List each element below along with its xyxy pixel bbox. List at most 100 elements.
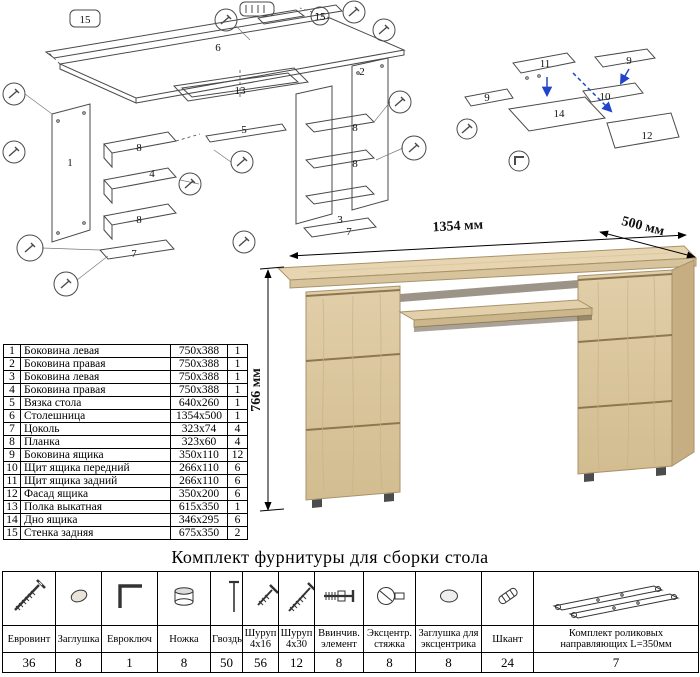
part-number: 14	[3, 513, 21, 527]
cam-cap-icon	[415, 571, 482, 626]
hardware-name: Шуруп 4x30	[278, 625, 315, 653]
drawer-fascia-panel	[606, 112, 680, 149]
width-dimension-label: 1354 мм	[432, 218, 484, 236]
part-size: 615x350	[170, 500, 228, 514]
part-size: 1354x500	[170, 409, 228, 423]
part-label: 9	[484, 92, 490, 104]
part-name: Боковина правая	[20, 383, 171, 397]
part-name: Цоколь	[20, 422, 171, 436]
part-qty: 1	[227, 370, 248, 384]
part-label: 1	[67, 157, 73, 169]
back-panel-strip-2	[256, 4, 344, 25]
confirmat-screw-icon	[2, 571, 56, 626]
hardware-callout	[2, 140, 26, 164]
part-size: 350x200	[170, 487, 228, 501]
hardware-name: Комплект роликовых направляющих L=350мм	[533, 625, 699, 653]
part-name: Боковина ящика	[20, 448, 171, 462]
back-panel-strip	[44, 9, 306, 59]
hardware-kit-title: Комплект фурнитуры для сборки стола	[171, 547, 489, 567]
part-name: Щит ящика передний	[20, 461, 171, 475]
hex-key-icon	[101, 571, 158, 626]
dimension-lines	[259, 230, 696, 512]
drawer-box	[103, 203, 177, 226]
hardware-table: Евровинт Заглушка Евроключ Ножка Гвоздь …	[2, 571, 699, 673]
part-label: 4	[149, 168, 155, 180]
part-size: 266x110	[170, 474, 228, 488]
knee-hole-shadow	[400, 280, 578, 302]
hardware-qty: 56	[242, 652, 279, 673]
part-label: 8	[136, 214, 142, 226]
part-number: 3	[3, 370, 21, 384]
inner-side-panel	[295, 85, 333, 225]
part-label: 12	[642, 130, 653, 142]
hardware-callout	[372, 18, 396, 42]
hardware-qty: 8	[314, 652, 364, 673]
part-size: 675x350	[170, 526, 228, 540]
part-number: 6	[3, 409, 21, 423]
tray-shadow	[414, 315, 592, 332]
part-size: 350x110	[170, 448, 228, 462]
hardware-callout	[2, 82, 26, 106]
part-qty: 1	[227, 409, 248, 423]
drawer-box	[304, 149, 376, 169]
part-name: Фасад ящика	[20, 487, 171, 501]
part-label: 15	[80, 14, 92, 26]
hardware-callout	[230, 150, 254, 174]
assembly-arrows	[541, 68, 630, 113]
hardware-qty: 24	[481, 652, 534, 673]
part-label: 5	[241, 124, 247, 136]
hardware-qty: 1	[101, 652, 158, 673]
hardware-qty: 8	[415, 652, 482, 673]
part-size: 750x388	[170, 383, 228, 397]
right-pedestal	[577, 269, 673, 475]
part-number: 12	[3, 487, 21, 501]
drawer-assembly-diagram: 11 9 10 14 12 9	[456, 48, 680, 172]
plinth-left	[99, 239, 175, 260]
part-qty: 4	[227, 435, 248, 449]
drawer-part-labels: 11 9 10 14 12 9	[484, 55, 652, 142]
desk-body	[276, 245, 698, 508]
hardware-qty-row: 36 8 1 8 50 56 12 8 8 8 24 7	[2, 652, 699, 673]
part-qty: 6	[227, 513, 248, 527]
right-pedestal-side	[671, 259, 695, 467]
part-label: 3	[337, 214, 343, 226]
label-frame-15b	[310, 6, 330, 26]
part-number: 13	[3, 500, 21, 514]
hardware-name: Евроключ	[101, 625, 158, 653]
part-label: 14	[554, 108, 566, 120]
cross-rail	[205, 123, 287, 143]
drawer-box	[103, 167, 177, 190]
hardware-qty: 8	[55, 652, 102, 673]
desk-feet	[312, 467, 666, 508]
hardware-qty: 7	[533, 652, 699, 673]
part-size: 323x74	[170, 422, 228, 436]
hardware-name: Ввинчив. элемент	[314, 625, 364, 653]
screw-short-icon	[242, 571, 279, 626]
part-number: 5	[3, 396, 21, 410]
height-dimension-label: 766 мм	[249, 368, 264, 412]
part-label: 10	[600, 91, 612, 103]
nails-callout	[239, 1, 275, 17]
drawer-back-panel	[512, 52, 576, 74]
part-size: 266x110	[170, 461, 228, 475]
part-number: 8	[3, 435, 21, 449]
part-label: 8	[136, 142, 142, 154]
hardware-name: Заглушка	[55, 625, 102, 653]
exploded-parts	[2, 0, 427, 297]
part-qty: 12	[227, 448, 248, 462]
part-qty: 1	[227, 396, 248, 410]
left-side-panel	[51, 103, 91, 243]
part-label: 8	[352, 158, 358, 170]
part-number: 4	[3, 383, 21, 397]
part-name: Вязка стола	[20, 396, 171, 410]
dowel-icon	[481, 571, 534, 626]
foot-icon	[157, 571, 211, 626]
part-name: Боковина правая	[20, 357, 171, 371]
hardware-icons-row	[2, 571, 699, 626]
